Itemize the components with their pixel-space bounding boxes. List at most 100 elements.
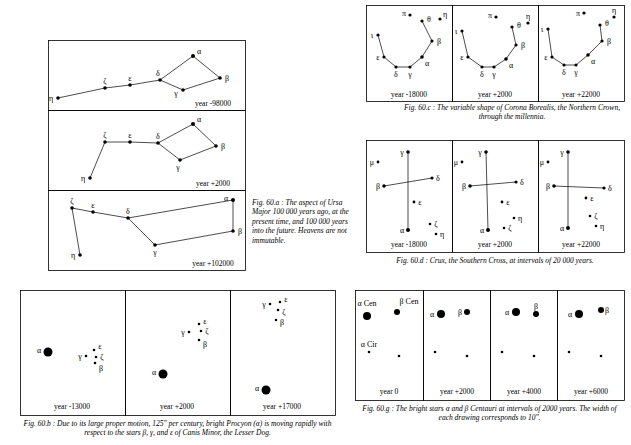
star-dot: [602, 186, 605, 189]
star-dot: [438, 17, 441, 20]
star-dot: [191, 54, 195, 58]
star-label: π: [402, 9, 406, 18]
star-dot: [159, 370, 168, 379]
panel-frame: [558, 291, 625, 401]
star-dot: [44, 348, 53, 357]
star-dot: [382, 55, 385, 58]
star-dot: [376, 33, 379, 36]
star-label: α: [509, 61, 513, 70]
constellation-line: [128, 200, 233, 218]
constellation-line: [410, 57, 422, 67]
star-label: π: [576, 9, 580, 18]
constellation-line: [422, 21, 432, 41]
star-dot: [398, 355, 401, 358]
year-label: year 0: [380, 387, 399, 396]
star-dot: [504, 57, 508, 61]
star-label: ζ: [282, 308, 285, 317]
star-dot: [547, 161, 550, 164]
star-label: β Cen: [400, 297, 419, 306]
star-dot: [484, 150, 488, 154]
chart-panel: [21, 291, 126, 416]
star-dot: [218, 76, 222, 80]
constellation-line: [482, 67, 494, 68]
star-dot: [214, 144, 218, 148]
star-dot: [430, 39, 433, 42]
star-label: ζ: [103, 131, 106, 140]
constellation-line: [554, 186, 604, 188]
star-label: β: [280, 318, 284, 327]
star-label: ε: [590, 194, 593, 203]
constellation-line: [494, 59, 506, 67]
star-dot: [512, 308, 520, 316]
star-dot: [91, 210, 95, 214]
star-label: ζ: [508, 224, 511, 233]
star-dot: [598, 23, 601, 26]
star-dot: [103, 86, 107, 90]
star-dot: [586, 53, 590, 57]
star-dot: [231, 229, 235, 233]
star-label: γ: [400, 148, 404, 157]
star-dot: [78, 253, 82, 257]
star-dot: [420, 19, 423, 22]
star-dot: [277, 309, 280, 312]
chart-panel: [49, 41, 246, 111]
star-dot: [156, 141, 160, 145]
star-label: π: [488, 11, 492, 20]
star-dot: [501, 351, 504, 354]
star-dot: [95, 356, 98, 359]
star-label: θ: [427, 15, 431, 24]
star-dot: [406, 228, 410, 232]
star-dot: [612, 15, 615, 18]
star-dot: [461, 161, 464, 164]
panel-frame: [21, 291, 126, 416]
constellation-line: [72, 208, 80, 255]
constellation-line: [506, 45, 516, 59]
star-dot: [394, 65, 397, 68]
star-dot: [181, 88, 185, 92]
star-label: γ: [574, 68, 578, 77]
star-dot: [363, 312, 371, 320]
star-label: δ: [520, 178, 524, 187]
year-label: year -98000: [195, 99, 231, 108]
constellation-line: [160, 80, 183, 90]
panel-frame: [453, 141, 539, 253]
star-dot: [589, 215, 592, 218]
star-dot: [437, 310, 445, 318]
star-label: ε: [460, 53, 463, 62]
star-label: δ: [608, 184, 612, 193]
constellation-line: [552, 57, 564, 65]
chart-panel: [539, 141, 625, 253]
constellation-line: [193, 124, 216, 146]
star-label: γ: [78, 352, 82, 361]
constellation-line: [105, 142, 130, 143]
star-dot: [598, 307, 604, 313]
figure-caption: Fig. 60.a : The aspect of Ursa Major 100…: [252, 198, 360, 245]
star-label: δ: [562, 68, 566, 77]
panel-frame: [356, 291, 424, 401]
constellation-line: [183, 78, 220, 90]
panel-frame: [367, 141, 453, 253]
year-label: year +2000: [478, 240, 512, 249]
star-label: β: [437, 37, 441, 46]
star-label: β: [458, 308, 462, 317]
star-dot: [408, 65, 411, 68]
panel-frame: [424, 291, 491, 401]
star-dot: [514, 180, 517, 183]
star-dot: [94, 362, 97, 365]
star-label: ζ: [70, 197, 73, 206]
star-label: η: [600, 222, 604, 231]
star-label: β: [534, 302, 538, 311]
star-label: ε: [128, 131, 131, 140]
star-dot: [231, 198, 235, 202]
star-label: β: [605, 306, 609, 315]
star-dot: [103, 140, 107, 144]
star-label: μ: [540, 158, 544, 167]
star-dot: [510, 25, 513, 28]
star-label: ι: [455, 27, 457, 36]
star-label: δ: [480, 70, 484, 79]
year-label: year +2000: [478, 90, 512, 99]
star-label: η: [518, 214, 522, 223]
star-label: α: [152, 368, 156, 377]
figure-caption: Fig. 60.g : The bright stars α and β Cen…: [355, 404, 624, 423]
